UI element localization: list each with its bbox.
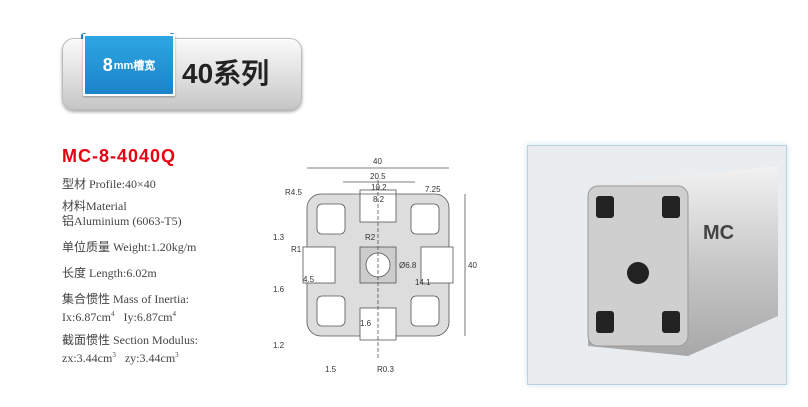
inertia-ix: Ix:6.87cm [62,310,111,324]
dim-r0-3: R0.3 [377,365,394,374]
dim-1-2: 1.2 [273,341,285,350]
spec-inertia-label: 集合惯性 Mass of Inertia: [62,292,189,306]
modulus-zy-exp: 3 [175,351,179,359]
dim-7-25: 7.25 [425,185,441,194]
modulus-zx-exp: 3 [112,351,116,359]
inertia-iy-exp: 4 [172,310,177,318]
inertia-ix-exp: 4 [111,310,115,318]
dim-10-2: 10.2 [371,183,387,192]
series-title: 40系列 [182,58,270,89]
dim-20-5: 20.5 [370,172,386,181]
inertia-iy: Iy:6.87cm [123,310,173,324]
aluminium-profile-image: MC [587,166,778,356]
dim-1-5: 1.5 [325,365,337,374]
spec-length: 长度 Length:6.02m [62,266,157,280]
profile-cross-section-drawing: 40 20.5 10.2 8.2 7.25 R4.5 R2 R1 1.3 Ø6.… [273,157,477,374]
slot-width-text: mm槽宽 [113,60,156,72]
spec-material-label: 材料Material [62,199,127,213]
slot-width-number: 8 [102,54,113,75]
spec-material-value: 铝Aluminium (6063-T5) [62,214,182,228]
dim-bore: Ø6.8 [399,261,417,270]
dim-1-6-web: 1.6 [360,319,372,328]
dim-8-2: 8.2 [373,195,385,204]
dim-1-3: 1.3 [273,233,285,242]
spec-inertia-values: Ix:6.87cm4 Iy:6.87cm4 [62,307,176,325]
dim-width: 40 [373,157,382,166]
model-number: MC-8-4040Q [62,146,177,166]
spec-modulus-label: 截面惯性 Section Modulus: [62,333,199,347]
spec-weight: 单位质量 Weight:1.20kg/m [62,240,197,254]
dim-1-6-left: 1.6 [273,285,285,294]
slot-width-tag: 8 mm槽宽 [83,34,175,96]
dim-r4-5: R4.5 [285,188,302,197]
dimension-labels: 40 20.5 10.2 8.2 7.25 R4.5 R2 R1 1.3 Ø6.… [273,157,477,374]
spec-profile: 型材 Profile:40×40 [62,177,156,191]
modulus-zx: zx:3.44cm [62,351,113,365]
brand-mark: MC [703,222,734,244]
spec-modulus-values: zx:3.44cm3 zy:3.44cm3 [62,348,179,366]
product-photo: MC [527,145,787,385]
dim-r1: R1 [291,245,302,254]
dim-14-1: 14.1 [415,278,431,287]
modulus-zy: zy:3.44cm [124,351,176,365]
dim-4-5: 4.5 [303,275,315,284]
dim-r2: R2 [365,233,376,242]
dim-height: 40 [468,261,477,270]
